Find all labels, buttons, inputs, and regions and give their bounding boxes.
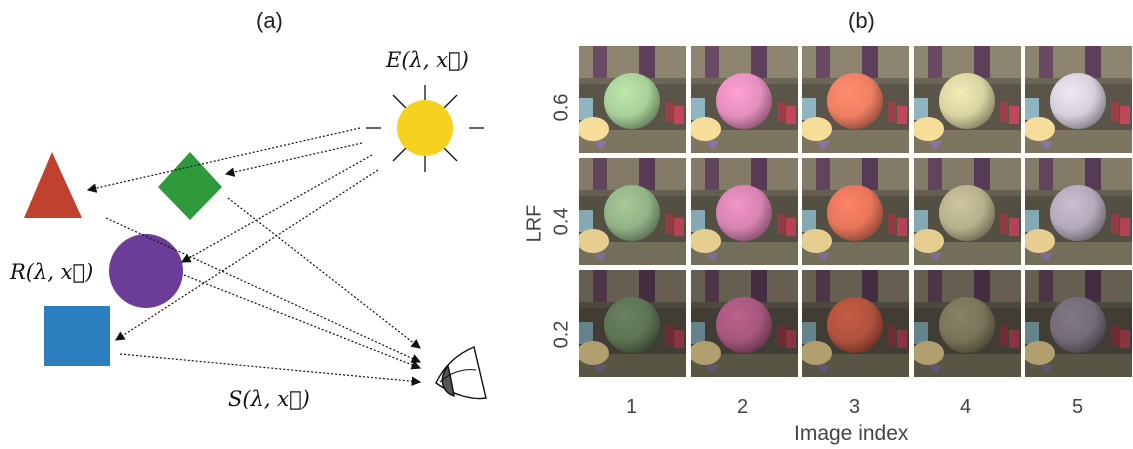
scene-image-r0-c4 bbox=[1025, 46, 1132, 153]
light-rays bbox=[86, 127, 422, 386]
scene-image-r1-c4 bbox=[1025, 158, 1132, 265]
scene-image-r1-c2 bbox=[802, 158, 909, 265]
sun-icon bbox=[397, 100, 453, 156]
panel-b-label: (b) bbox=[848, 8, 875, 33]
scene-image-r0-c0 bbox=[579, 46, 686, 153]
col-label-4: 5 bbox=[1072, 396, 1084, 418]
square-object bbox=[44, 306, 110, 366]
panel-a-label: (a) bbox=[256, 8, 283, 33]
scene-image-r2-c1 bbox=[690, 270, 798, 377]
image-grid bbox=[579, 46, 1133, 392]
scene-image-r0-c3 bbox=[913, 46, 1021, 153]
signal-label: S(λ, x⃗) bbox=[228, 387, 310, 411]
scene-image-r0-c1 bbox=[690, 46, 798, 153]
x-axis-label: Image index bbox=[794, 422, 909, 445]
col-label-0: 1 bbox=[626, 396, 638, 418]
sun-rays bbox=[366, 85, 484, 172]
scene-image-r1-c3 bbox=[913, 158, 1021, 265]
scene-image-r1-c0 bbox=[579, 158, 686, 265]
scene-image-r2-c0 bbox=[579, 270, 686, 377]
diamond-object bbox=[158, 152, 222, 220]
row-label-2: 0.2 bbox=[550, 320, 573, 349]
scene-image-r0-c2 bbox=[802, 46, 909, 153]
scene-image-r1-c1 bbox=[690, 158, 798, 265]
eye-icon bbox=[435, 346, 487, 400]
col-label-3: 4 bbox=[960, 396, 972, 418]
illuminant-label: E(λ, x⃗) bbox=[386, 48, 469, 72]
reflectance-label: R(λ, x⃗) bbox=[10, 260, 94, 284]
scene-image-r2-c3 bbox=[913, 270, 1021, 377]
col-label-2: 3 bbox=[849, 396, 861, 418]
col-label-1: 2 bbox=[737, 396, 749, 418]
row-label-1: 0.4 bbox=[550, 207, 573, 236]
row-label-0: 0.6 bbox=[550, 93, 573, 122]
triangle-object bbox=[24, 152, 82, 218]
scene-image-r2-c4 bbox=[1025, 270, 1132, 377]
scene-image-r2-c2 bbox=[802, 270, 909, 377]
scene-diagram bbox=[24, 85, 487, 400]
circle-object bbox=[109, 234, 183, 308]
y-axis-label: LRF bbox=[523, 204, 546, 243]
